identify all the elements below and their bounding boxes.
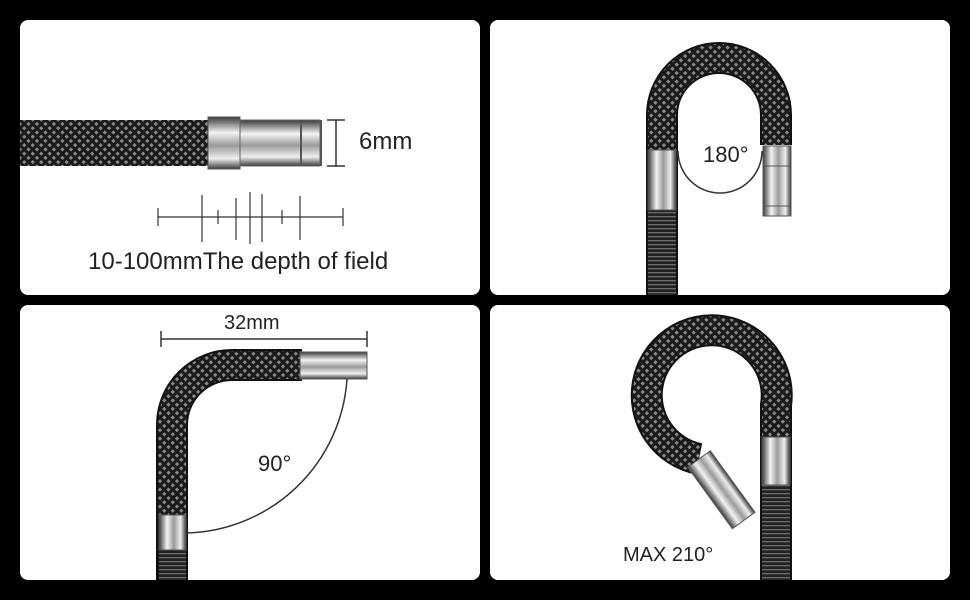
depth-scale [157,192,344,244]
camera-collar [647,149,677,211]
angle-arc [185,378,348,534]
braided-cable [632,316,791,473]
camera-collar [761,436,791,486]
camera-head [239,119,321,167]
probe-180-illustration [646,42,792,295]
length-label: 32mm [224,312,280,334]
ribbed-tube [648,210,676,295]
camera-head [762,145,792,217]
camera-collar [207,116,241,170]
panel-180-bend: 180° [490,20,950,295]
panel-210-bend: MAX 210° [490,305,950,580]
diameter-dimension [327,119,345,167]
braided-cable [648,44,790,210]
angle-label: 90° [258,451,292,476]
probe-90-illustration [156,331,368,580]
braided-cable [158,351,302,515]
diameter-label: 6mm [359,128,413,155]
max-angle-label: MAX 210° [623,544,714,566]
panel-90-bend: 32mm 90° [20,305,480,580]
ribbed-tube [159,550,186,580]
angle-label: 180° [703,142,749,167]
angle-arc [677,150,763,194]
camera-collar [158,514,187,551]
ribbed-tube [762,485,790,580]
depth-of-field-caption: 10-100mmThe depth of field [88,248,389,275]
camera-head [299,351,368,380]
length-dimension [160,331,368,347]
camera-head [686,450,756,530]
probe-straight-illustration [20,116,345,244]
braided-cable [20,120,210,166]
panel-diameter: 6mm 10-100mmThe depth of field [20,20,480,295]
probe-210-illustration [630,314,793,580]
